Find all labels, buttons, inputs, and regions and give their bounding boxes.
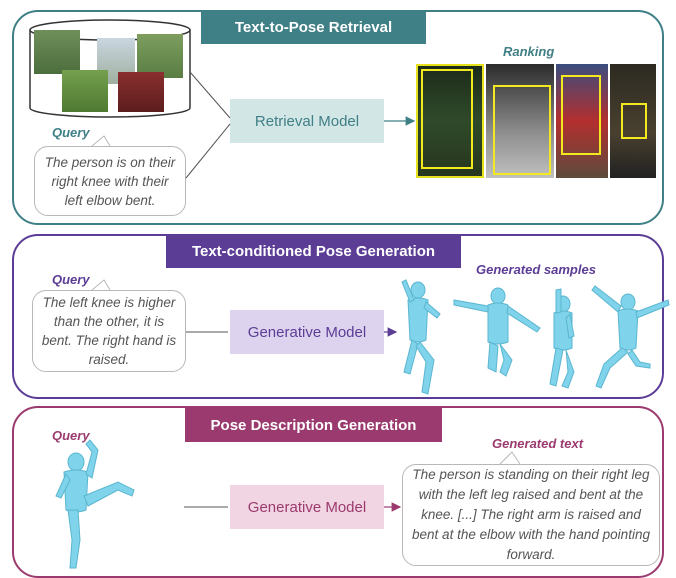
- db-to-model-line: [189, 71, 231, 119]
- query-pose-body: [55, 439, 135, 569]
- panel2-bubble-tail: [91, 279, 111, 291]
- db-photo-cyclist: [34, 30, 80, 74]
- panel1-bubble-tail: [91, 135, 111, 147]
- panel2-query-label: Query: [52, 272, 90, 287]
- generated-sample-4: [591, 285, 670, 389]
- generated-sample-3: [549, 288, 575, 389]
- panel1-title: Text-to-Pose Retrieval: [201, 10, 426, 44]
- generated-sample-2: [453, 287, 541, 377]
- generated-sample-1: [401, 279, 441, 395]
- panel3-bubble-tail: [499, 451, 521, 465]
- panel3-query-label: Query: [52, 428, 90, 443]
- db-photo-floor: [118, 72, 164, 112]
- generated-samples-label: Generated samples: [476, 262, 596, 277]
- query-to-model-line: [185, 123, 231, 179]
- generative-model-box-panel3: Generative Model: [230, 485, 384, 529]
- db-photo-field: [137, 34, 183, 78]
- retrieval-model-box: Retrieval Model: [230, 99, 384, 143]
- panel2-title: Text-conditioned Pose Generation: [166, 234, 461, 268]
- db-photo-grass: [62, 70, 108, 112]
- generative-model-box-panel2: Generative Model: [230, 310, 384, 354]
- generated-text-bubble: The person is standing on their right le…: [402, 464, 660, 566]
- ranking-label: Ranking: [503, 44, 555, 59]
- panel3-title: Pose Description Generation: [185, 408, 442, 442]
- ranked-result-2: [486, 64, 554, 178]
- panel1-query-bubble: The person is on their right knee with t…: [34, 146, 186, 216]
- generated-text-label: Generated text: [492, 436, 584, 451]
- panel2-query-bubble: The left knee is higher than the other, …: [32, 290, 186, 372]
- ranked-result-4: [610, 64, 656, 178]
- panel1-query-label: Query: [52, 125, 90, 140]
